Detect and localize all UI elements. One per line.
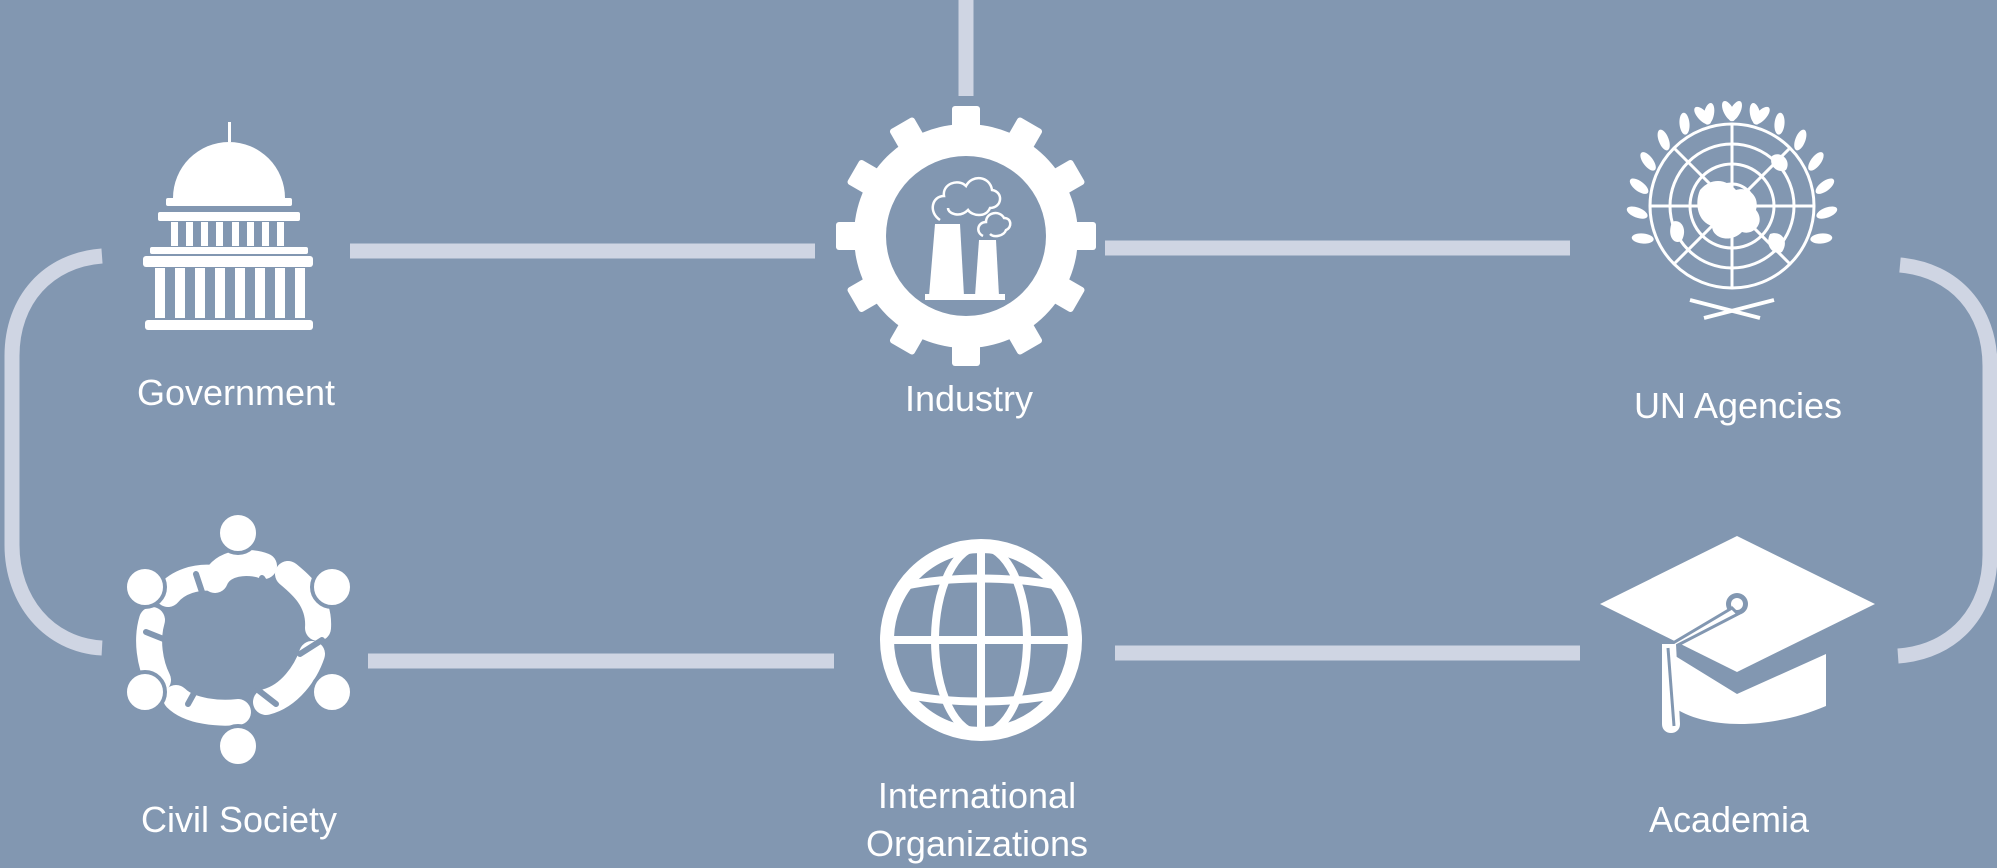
un-emblem-icon — [1626, 101, 1838, 320]
connector-left-bracket — [4, 248, 103, 656]
label-civil-society: Civil Society — [140, 799, 338, 840]
label-academia: Academia — [1648, 799, 1810, 840]
gear-factory-icon — [836, 106, 1096, 366]
connectors — [4, 0, 1997, 669]
globe-icon — [880, 539, 1082, 741]
label-government: Government — [136, 372, 336, 413]
label-un-agencies: UN Agencies — [1633, 385, 1843, 426]
label-industry: Industry — [904, 378, 1034, 419]
label-international-organizations: International Organizations — [865, 775, 1089, 864]
capitol-building-icon — [143, 122, 313, 330]
graduation-cap-icon — [1600, 536, 1875, 733]
people-circle-icon — [123, 511, 354, 768]
connector-right-bracket — [1897, 257, 1997, 664]
